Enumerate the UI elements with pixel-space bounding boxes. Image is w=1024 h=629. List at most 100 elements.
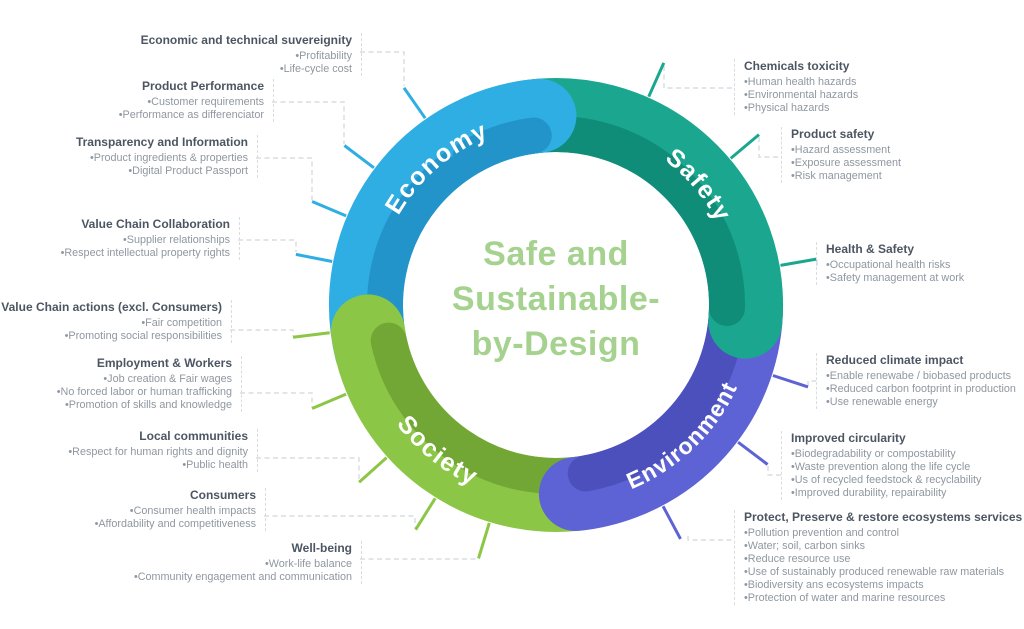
label-bullet: •Hazard assessment xyxy=(791,144,891,156)
title-line: by-Design xyxy=(471,324,641,363)
label-protect-preserve-restore: Protect, Preserve & restore ecosystems s… xyxy=(734,510,1022,605)
label-bullet: •Performance as differenciator xyxy=(118,109,264,121)
economy-arc-cap xyxy=(441,78,577,169)
society-spoke xyxy=(358,456,388,484)
connector-line xyxy=(240,392,313,407)
label-heading: Product Performance xyxy=(141,79,264,93)
label-heading: Employment & Workers xyxy=(96,356,232,370)
label-consumers: Consumers •Consumer health impacts •Affo… xyxy=(95,488,266,531)
label-transparency-information: Transparency and Information •Product in… xyxy=(76,135,258,178)
label-bullet: •No forced labor or human trafficking xyxy=(56,386,232,398)
label-product-safety: Product safety •Hazard assessment •Expos… xyxy=(781,127,901,183)
label-bullet: •Reduced carbon footprint in production xyxy=(826,383,1016,395)
label-bullet: •Physical hazards xyxy=(744,102,830,114)
connector-line xyxy=(272,101,345,144)
label-heading: Reduced climate impact xyxy=(826,353,964,367)
label-well-being: Well-being •Work-life balance •Community… xyxy=(134,541,362,584)
economy-arc-cap-shade xyxy=(452,117,552,175)
label-bullet: •Use of sustainably produced renewable r… xyxy=(744,566,1005,578)
safety-spoke xyxy=(647,62,666,98)
connector-line xyxy=(687,536,734,541)
label-bullet: •Digital Product Passport xyxy=(128,165,248,177)
environment-spoke xyxy=(772,374,809,389)
economy-spoke xyxy=(311,200,347,218)
title-line: Sustainable- xyxy=(451,279,661,318)
label-bullet: •Reduce resource use xyxy=(744,553,851,565)
label-bullet: •Job creation & Fair wages xyxy=(103,373,232,385)
label-bullet: •Water; soil, carbon sinks xyxy=(744,540,865,552)
connector-line xyxy=(230,329,294,336)
connector-line xyxy=(360,51,405,86)
label-bullet: •Promotion of skills and knowledge xyxy=(64,399,232,411)
label-heading: Improved circularity xyxy=(791,431,906,445)
connector-line xyxy=(758,137,781,158)
safety-spoke xyxy=(729,133,760,160)
label-bullet: •Environmental hazards xyxy=(744,89,859,101)
label-bullet: •Community engagement and communication xyxy=(133,571,352,583)
connector-line xyxy=(238,239,297,252)
economy-spoke xyxy=(343,144,375,169)
label-heading: Consumers xyxy=(189,488,256,502)
label-economic-sovereignty: Economic and technical suvereignity •Pro… xyxy=(141,33,362,76)
connector-line xyxy=(256,457,360,480)
safety-spoke xyxy=(780,257,818,267)
economy-spoke xyxy=(402,87,427,120)
label-employment-workers: Employment & Workers •Job creation & Fai… xyxy=(57,356,242,412)
label-health-safety: Health & Safety •Occupational health ris… xyxy=(816,242,964,285)
label-bullet: •Biodiversity ans ecosystems impacts xyxy=(744,579,924,591)
label-heading: Health & Safety xyxy=(826,242,915,256)
label-improved-circularity: Improved circularity •Biodegradability o… xyxy=(781,431,981,500)
label-bullet: •Protection of water and marine resource… xyxy=(744,592,946,604)
label-bullet: •Consumer health impacts xyxy=(129,505,256,517)
label-heading: Protect, Preserve & restore ecosystems s… xyxy=(744,510,1023,524)
label-bullet: •Improved durability, repairability xyxy=(791,487,947,499)
label-reduced-climate-impact: Reduced climate impact •Enable renewabe … xyxy=(816,353,1016,409)
label-heading: Value Chain Collaboration xyxy=(81,217,230,231)
label-bullet: •Public health xyxy=(182,459,248,471)
label-bullet: •Promoting social responsibilities xyxy=(64,330,222,342)
environment-spoke xyxy=(661,505,682,540)
label-heading: Local communities xyxy=(139,429,248,443)
label-bullet: •Enable renewabe / biobased products xyxy=(826,370,1012,382)
label-bullet: •Us of recycled feedstock & recyclabilit… xyxy=(791,474,982,486)
connector-lines xyxy=(230,51,818,560)
environment-spoke xyxy=(737,441,769,466)
connector-line xyxy=(767,466,781,476)
connector-line xyxy=(256,157,313,200)
label-value-chain-collaboration: Value Chain Collaboration •Supplier rela… xyxy=(61,217,240,260)
connector-line xyxy=(807,380,816,386)
label-value-chain-actions: Value Chain actions (excl. Consumers) •F… xyxy=(1,300,232,343)
label-bullet: •Product ingredients & properties xyxy=(89,152,248,164)
label-heading: Value Chain actions (excl. Consumers) xyxy=(1,300,222,314)
label-bullet: •Occupational health risks xyxy=(826,259,951,271)
label-bullet: •Fair competition xyxy=(141,317,222,329)
title-line: Safe and xyxy=(483,235,629,273)
label-heading: Product safety xyxy=(791,127,875,141)
label-bullet: •Risk management xyxy=(791,170,882,182)
label-bullet: •Supplier relationships xyxy=(122,234,230,246)
label-bullet: •Work-life balance xyxy=(265,558,352,570)
ring-segments xyxy=(328,78,784,532)
label-bullet: •Waste prevention along the life cycle xyxy=(791,461,971,473)
label-bullet: •Customer requirements xyxy=(147,96,264,108)
label-heading: Chemicals toxicity xyxy=(744,59,850,73)
label-bullet: •Exposure assessment xyxy=(791,157,901,169)
label-bullet: •Affordability and competitiveness xyxy=(94,518,256,530)
diagram-title: Safe and Sustainable- by-Design xyxy=(406,232,706,367)
label-bullet: •Biodegradability or compostability xyxy=(791,448,956,460)
label-local-communities: Local communities •Respect for human rig… xyxy=(68,429,258,472)
society-spoke xyxy=(311,392,347,410)
label-bullet: •Pollution prevention and control xyxy=(744,527,900,539)
label-bullet: •Life-cycle cost xyxy=(279,63,352,75)
connector-line xyxy=(663,66,734,89)
label-bullet: •Respect for human rights and dignity xyxy=(68,446,248,458)
label-bullet: •Use renewable energy xyxy=(826,396,938,408)
society-spoke xyxy=(414,497,437,531)
label-heading: Well-being xyxy=(291,541,352,555)
label-heading: Economic and technical suvereignity xyxy=(140,33,352,47)
label-heading: Transparency and Information xyxy=(75,135,248,149)
label-chemicals-toxicity: Chemicals toxicity •Human health hazards… xyxy=(734,59,858,115)
connector-line xyxy=(264,515,416,528)
